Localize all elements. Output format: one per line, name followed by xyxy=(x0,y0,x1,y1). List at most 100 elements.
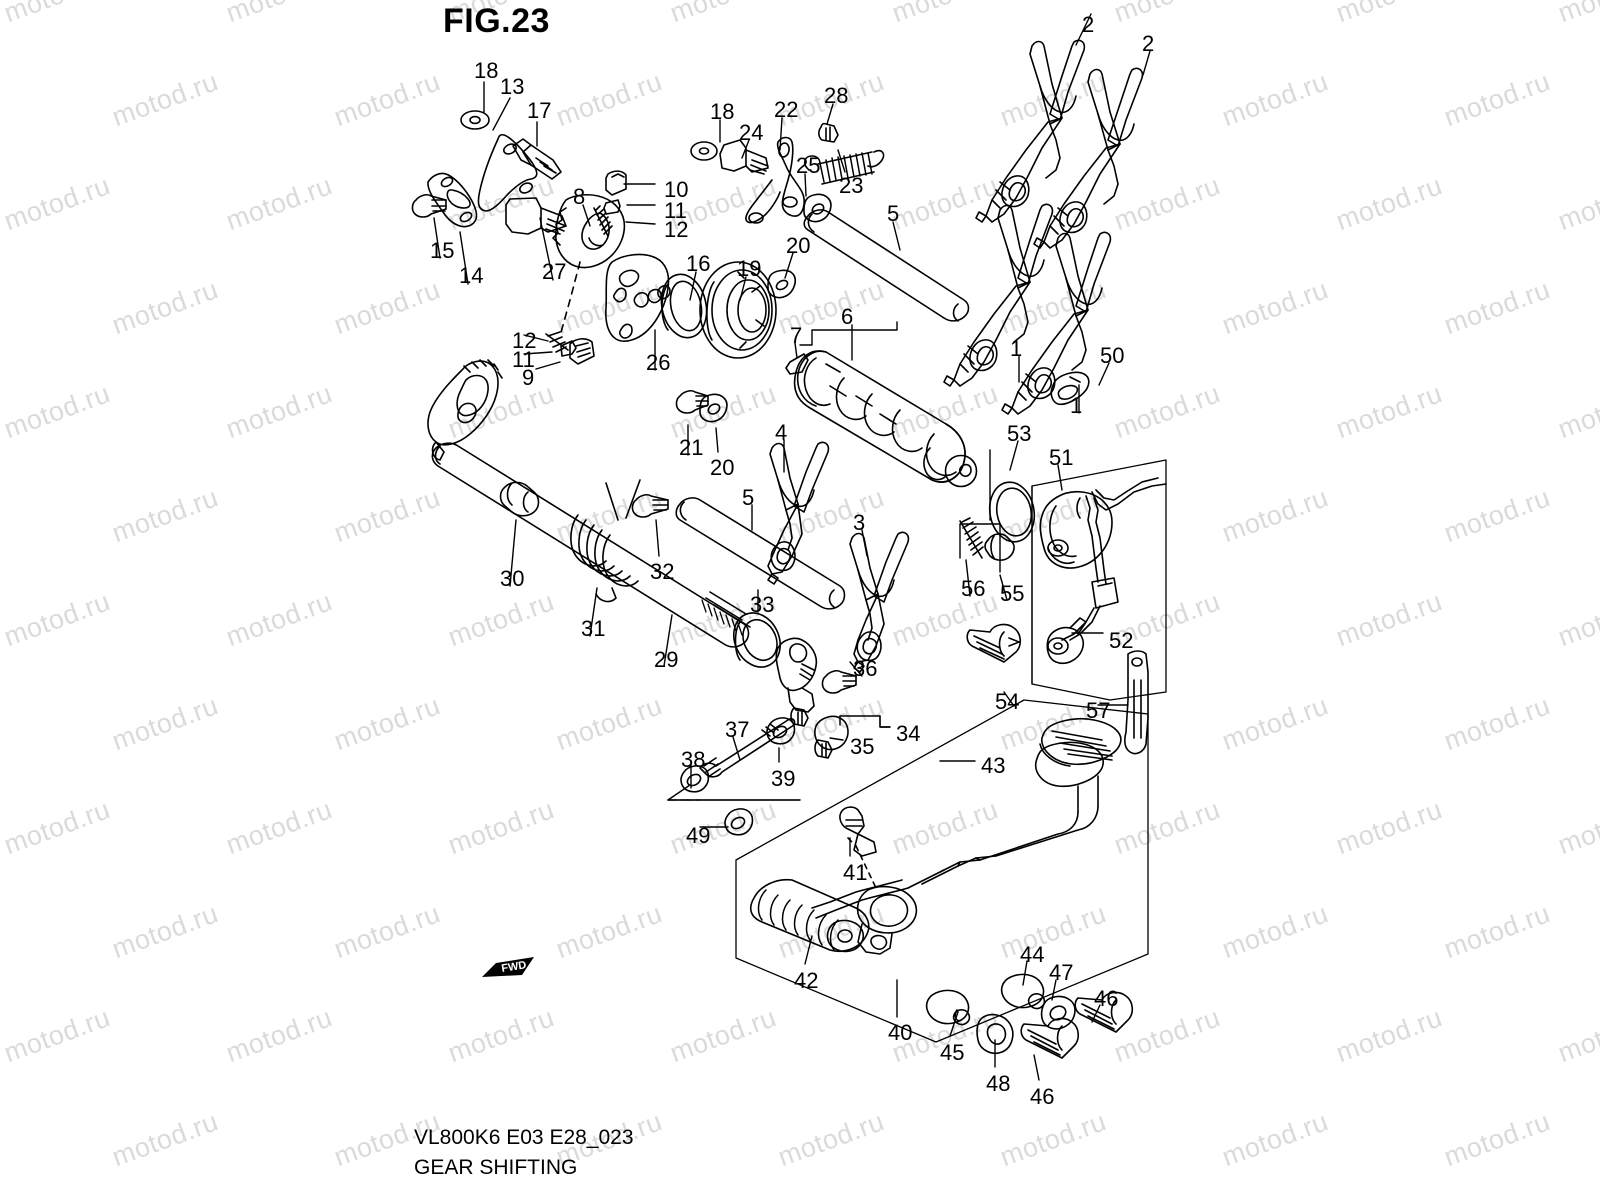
shift-fork-shaft-5-upper xyxy=(803,209,970,322)
callout-number-15: 15 xyxy=(430,238,455,263)
shift-cam-plate-group xyxy=(505,170,627,365)
callout-number-35: 35 xyxy=(850,734,875,759)
oil-seal-33 xyxy=(733,612,781,668)
callout-number-27: 27 xyxy=(542,259,567,284)
callout-number-12: 12 xyxy=(512,328,537,353)
bolt-46b xyxy=(1074,991,1134,1033)
callout-number-51: 51 xyxy=(1049,445,1074,470)
caption-name: GEAR SHIFTING xyxy=(414,1156,578,1179)
callout-number-13: 13 xyxy=(500,74,525,99)
callout-number-39: 39 xyxy=(771,766,796,791)
callout-number-29: 29 xyxy=(654,647,679,672)
callout-number-30: 30 xyxy=(500,566,525,591)
callout-number-49: 49 xyxy=(686,823,711,848)
callout-number-17: 17 xyxy=(527,98,552,123)
callout-number-18: 18 xyxy=(474,58,499,83)
callout-number-48: 48 xyxy=(986,1071,1011,1096)
callout-number-2: 2 xyxy=(1082,12,1095,37)
callout-number-10: 10 xyxy=(664,177,689,202)
fwd-direction-marker: FWD xyxy=(480,955,536,983)
shift-fork-2b xyxy=(1033,67,1144,249)
callout-number-43: 43 xyxy=(981,753,1006,778)
bracket-57 xyxy=(1124,650,1149,755)
washer-20b xyxy=(699,393,728,423)
nut-49 xyxy=(724,808,754,836)
shift-fork-4 xyxy=(767,441,830,585)
callout-number-1: 1 xyxy=(1070,393,1083,418)
callout-number-28: 28 xyxy=(824,83,849,108)
callout-number-9: 9 xyxy=(522,365,535,390)
callout-number-46: 46 xyxy=(1030,1084,1055,1109)
callout-number-38: 38 xyxy=(681,747,706,772)
callout-number-4: 4 xyxy=(775,420,788,445)
callout-number-6: 6 xyxy=(841,304,854,329)
shift-fork-3 xyxy=(849,531,910,673)
callout-number-21: 21 xyxy=(679,435,704,460)
callout-number-11: 11 xyxy=(664,198,687,223)
washer-20 xyxy=(767,269,796,299)
shift-fork-1a xyxy=(943,203,1054,387)
part-50-clip xyxy=(1050,371,1090,406)
shift-fork-1b xyxy=(1001,231,1112,415)
callout-number-22: 22 xyxy=(774,97,799,122)
callout-number-42: 42 xyxy=(794,968,819,993)
callout-number-36: 36 xyxy=(853,656,878,681)
callout-number-16: 16 xyxy=(686,251,711,276)
svg-text:FWD: FWD xyxy=(501,959,528,975)
rubber-grip-42 xyxy=(749,878,870,953)
gear-position-switch-51 xyxy=(1039,477,1167,665)
detent-pin-55 xyxy=(984,533,1015,561)
callout-number-25: 25 xyxy=(796,153,821,178)
callout-number-5: 5 xyxy=(742,485,755,510)
callout-number-32: 32 xyxy=(650,559,675,584)
callout-number-57: 57 xyxy=(1086,698,1111,723)
callout-number-18: 18 xyxy=(710,99,735,124)
callout-number-5: 5 xyxy=(887,201,900,226)
shift-rod-37 xyxy=(680,717,796,793)
callout-number-33: 33 xyxy=(750,592,775,617)
shift-fork-shaft-5-lower xyxy=(675,497,846,610)
callout-number-31: 31 xyxy=(581,616,606,641)
gear-position-switch-box xyxy=(1031,459,1167,701)
cam-stopper-group xyxy=(411,110,562,228)
callout-number-41: 41 xyxy=(843,860,868,885)
spacer-45 xyxy=(925,989,971,1026)
callout-number-44: 44 xyxy=(1020,942,1045,967)
bearing-19 xyxy=(699,261,777,359)
callout-number-54: 54 xyxy=(995,689,1020,714)
callout-number-19: 19 xyxy=(737,256,762,281)
callout-number-45: 45 xyxy=(940,1040,965,1065)
callout-number-52: 52 xyxy=(1109,628,1134,653)
cotter-48 xyxy=(976,1013,1014,1055)
spring-56 xyxy=(959,517,984,559)
callout-number-1: 1 xyxy=(1010,336,1023,361)
callout-number-2: 2 xyxy=(1142,31,1155,56)
callout-number-20: 20 xyxy=(786,233,811,258)
bolt-54 xyxy=(966,623,1022,663)
pedal-pad-43 xyxy=(1039,717,1122,767)
callout-number-12: 12 xyxy=(664,217,689,242)
shift-cam-drum-6 xyxy=(785,350,978,488)
bolt-46a xyxy=(1020,1017,1080,1059)
callout-number-20: 20 xyxy=(710,455,735,480)
figure-title: FIG.23 xyxy=(443,2,550,40)
callout-number-56: 56 xyxy=(961,576,986,601)
callout-number-24: 24 xyxy=(739,120,764,145)
callout-number-11: 11 xyxy=(512,347,535,372)
callout-number-47: 47 xyxy=(1049,960,1074,985)
callout-number-34: 34 xyxy=(896,721,921,746)
callout-number-14: 14 xyxy=(459,263,484,288)
callout-number-7: 7 xyxy=(790,323,803,348)
callout-number-26: 26 xyxy=(646,350,671,375)
callout-number-46: 46 xyxy=(1094,986,1119,1011)
callout-number-53: 53 xyxy=(1007,421,1032,446)
shift-link-arm xyxy=(775,637,857,759)
caption-model: VL800K6 E03 E28_023 xyxy=(414,1126,634,1149)
spacer-44 xyxy=(1000,973,1046,1010)
callout-number-55: 55 xyxy=(1000,581,1025,606)
callout-number-50: 50 xyxy=(1100,343,1125,368)
shift-fork-2a xyxy=(975,39,1086,223)
callout-number-37: 37 xyxy=(725,717,750,742)
